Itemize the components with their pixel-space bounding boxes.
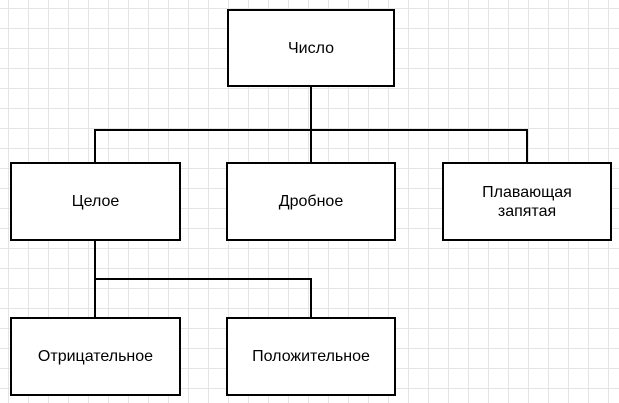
node-positive-label: Положительное <box>252 348 370 365</box>
node-root-label: Число <box>287 39 334 57</box>
connector-to-positive <box>310 278 312 318</box>
node-fraction-label: Дробное <box>278 193 344 210</box>
node-floating-label: Плавающая запятая <box>482 183 572 220</box>
connector-to-fraction <box>310 129 312 163</box>
node-positive[interactable]: Положительное <box>226 317 396 396</box>
node-negative-label: Отрицательное <box>37 348 154 365</box>
node-fraction[interactable]: Дробное <box>226 162 396 241</box>
node-integer[interactable]: Целое <box>10 162 181 241</box>
connector-level2-bus <box>94 278 312 280</box>
node-floating[interactable]: Плавающая запятая <box>442 162 612 241</box>
node-negative[interactable]: Отрицательное <box>10 317 181 396</box>
node-integer-label: Целое <box>71 193 120 210</box>
connector-to-integer <box>94 129 96 163</box>
connector-root-stem <box>310 86 312 130</box>
connector-to-floating <box>526 129 528 163</box>
node-root[interactable]: Число <box>227 9 395 87</box>
